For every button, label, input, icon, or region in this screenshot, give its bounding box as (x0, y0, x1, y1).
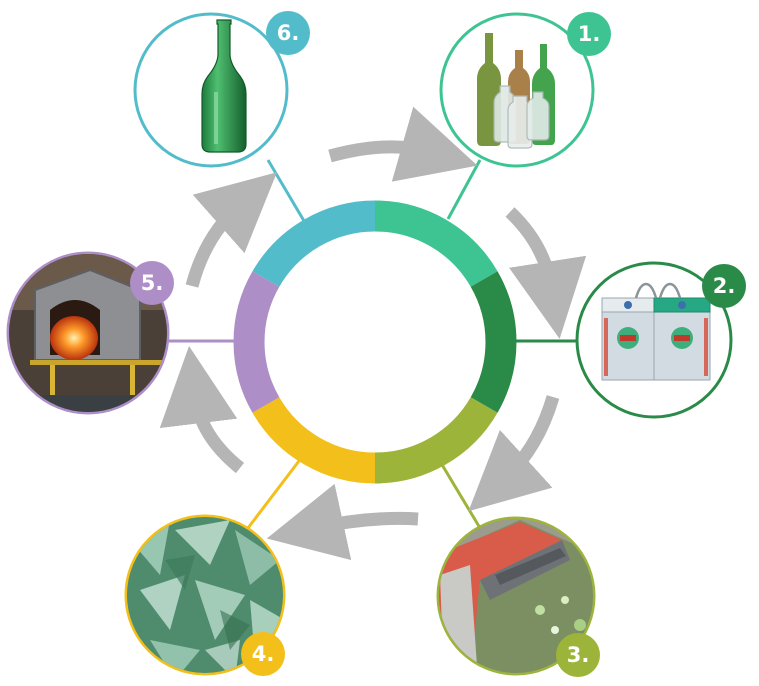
ring-segment-step2 (470, 271, 517, 413)
connector-step1 (446, 159, 482, 220)
step-3: 3. (436, 516, 600, 677)
step-4-label: 4. (252, 642, 275, 666)
ring-segment-step3 (374, 396, 498, 484)
flow-arrow-6-to-1 (328, 106, 478, 182)
ring-segment-step1 (374, 200, 498, 288)
step-6: 6. (133, 11, 310, 168)
connector-step3 (433, 452, 482, 529)
flow-arrow-5-to-6 (185, 172, 277, 288)
glass-bottles-icon (477, 33, 555, 149)
step-4: 4. (124, 514, 286, 676)
connector-step4 (246, 456, 304, 529)
flow-arrow-2-to-3 (468, 395, 560, 512)
flow-arrow-3-to-4 (266, 483, 419, 561)
ring-center (265, 232, 485, 452)
broken-glass-cullet-icon (127, 517, 283, 673)
flow-arrow-4-to-5 (159, 345, 245, 474)
ring-segment-step4 (252, 396, 376, 484)
green-bottle-icon (201, 19, 247, 153)
step-5-label: 5. (141, 271, 164, 295)
flow-arrow-1-to-2 (505, 207, 587, 339)
step-1: 1. (439, 12, 611, 168)
step-5: 5. (6, 251, 174, 415)
furnace-fire (50, 316, 98, 360)
step-4-badge (241, 632, 285, 676)
connector-step6 (266, 159, 309, 227)
connectors (168, 159, 578, 529)
recycling-bins-icon (601, 282, 711, 381)
flow-arrows (159, 106, 587, 561)
ring-segment-step5 (233, 271, 280, 413)
step-2-badge (702, 264, 746, 308)
step-3-label: 3. (567, 643, 590, 667)
crushing-machine-icon (439, 519, 593, 673)
step-6-label: 6. (277, 21, 300, 45)
step-6-badge (266, 11, 310, 55)
step-1-label: 1. (578, 22, 601, 46)
step-3-badge (556, 633, 600, 677)
step-2: 2. (575, 261, 746, 419)
step-5-badge (130, 261, 174, 305)
step-1-badge (567, 12, 611, 56)
step-2-label: 2. (713, 274, 736, 298)
ring-segment-step6 (252, 200, 376, 288)
cycle-ring (233, 200, 517, 484)
